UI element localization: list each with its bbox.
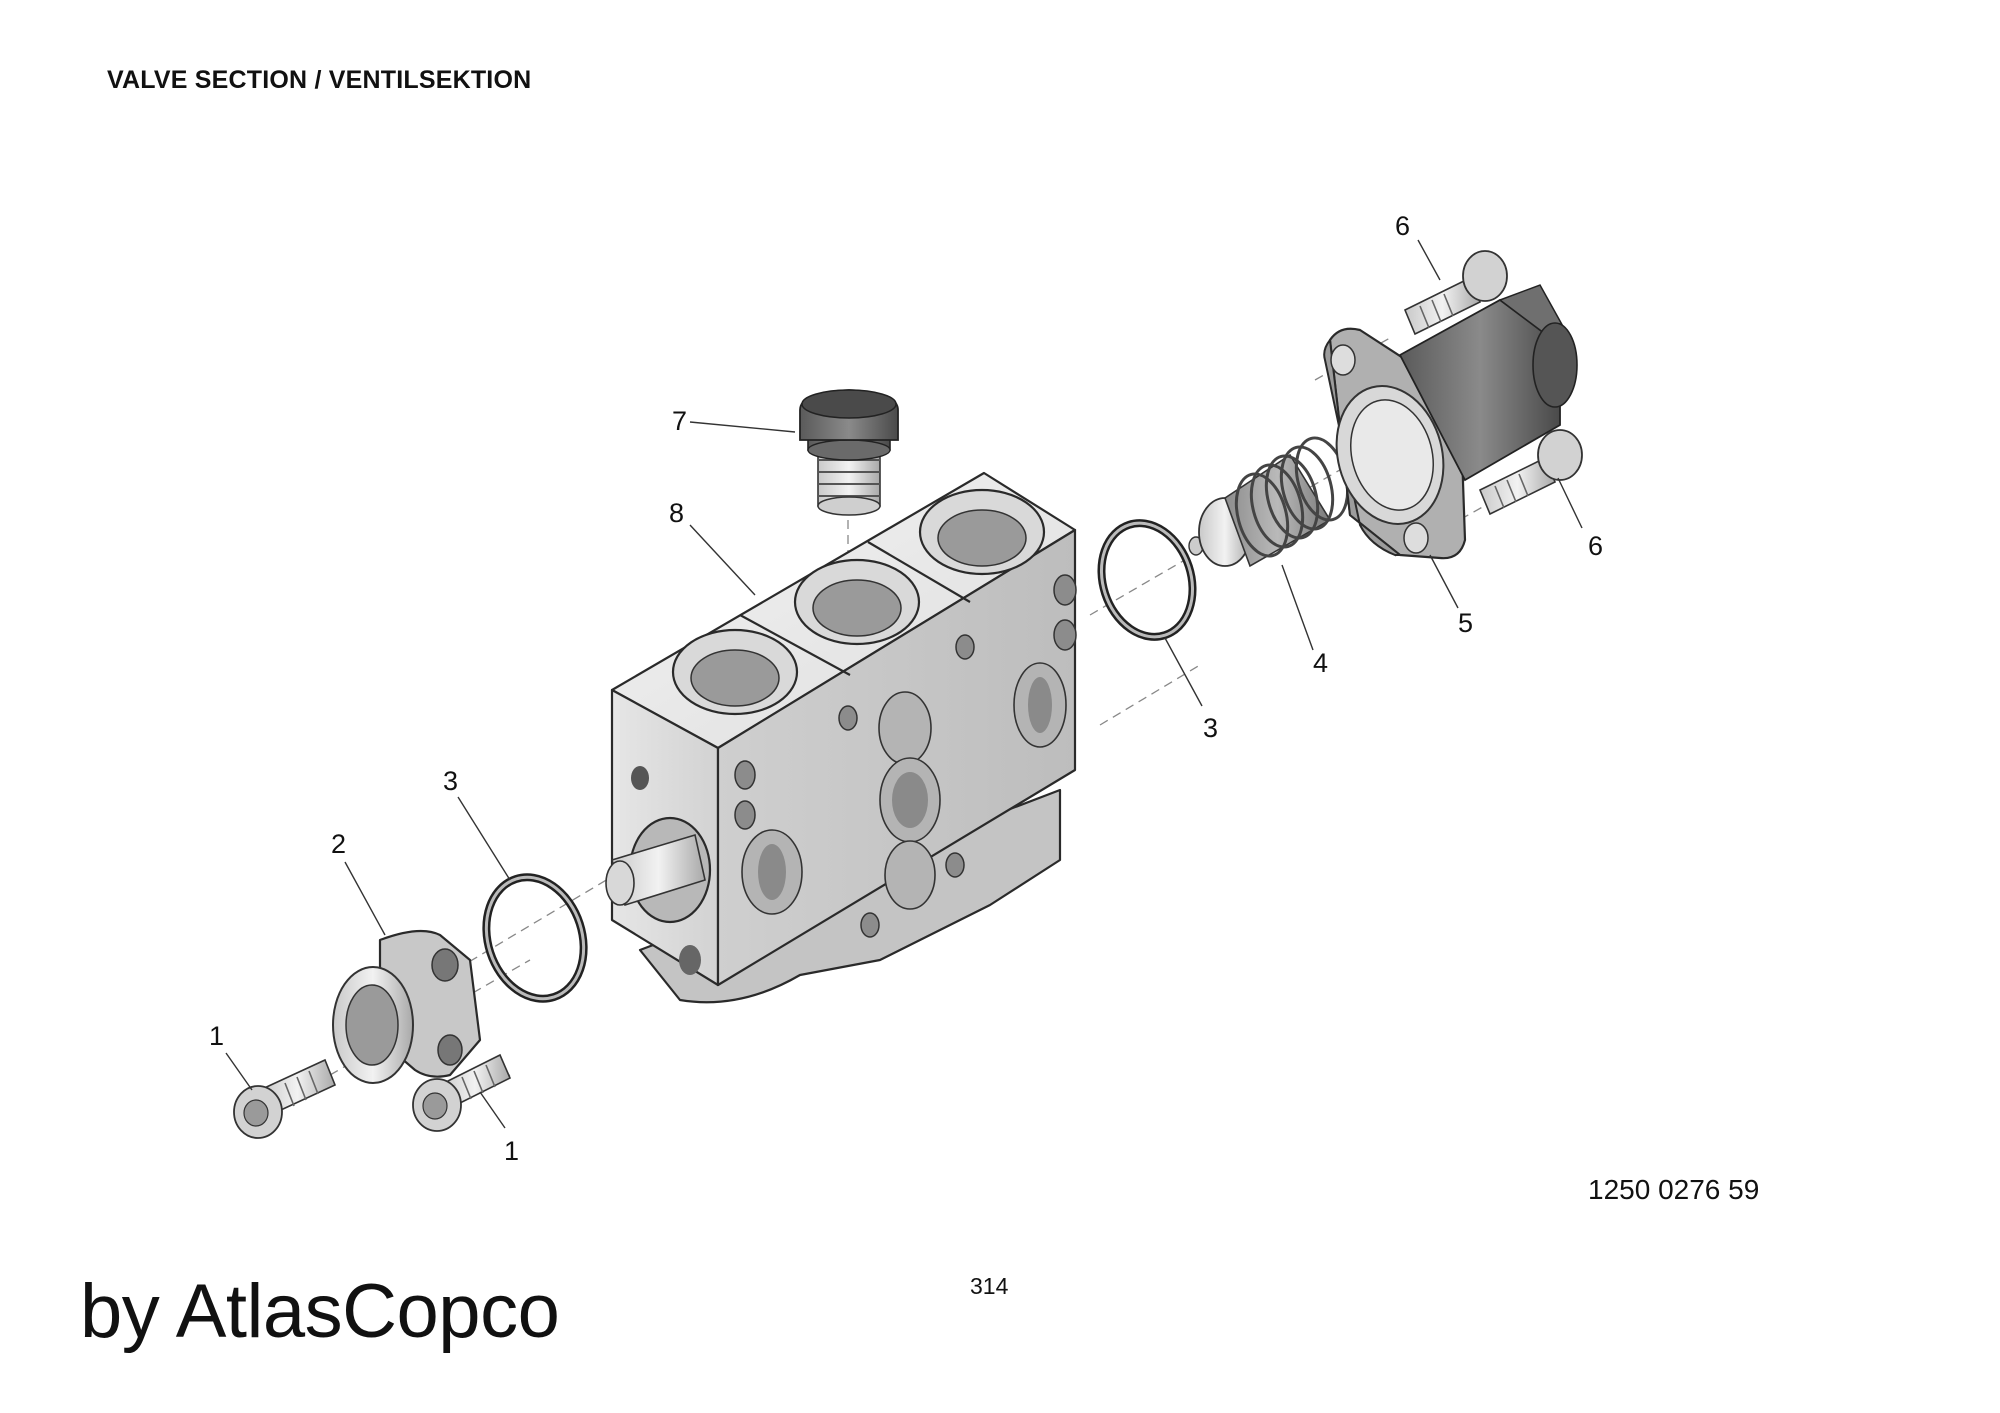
valve-body-part-8 bbox=[605, 471, 1077, 1004]
screw-part-1-right bbox=[412, 1053, 512, 1132]
callout-3-left: 3 bbox=[443, 766, 458, 796]
page-number: 314 bbox=[970, 1273, 1009, 1299]
leader-lines bbox=[225, 239, 1583, 1129]
screw-part-6-bottom bbox=[1478, 429, 1583, 516]
callout-1-left: 1 bbox=[209, 1021, 224, 1051]
spring-part-4 bbox=[1188, 436, 1350, 568]
o-ring-part-3-right bbox=[1097, 519, 1197, 641]
housing-part-5 bbox=[1323, 284, 1578, 560]
o-ring-part-3-left bbox=[482, 873, 588, 1003]
end-cap-part-2 bbox=[332, 929, 482, 1084]
screw-part-6-top bbox=[1403, 250, 1508, 336]
callouts: 1 1 2 3 3 4 5 6 6 7 8 bbox=[209, 211, 1603, 1166]
plug-part-7 bbox=[799, 389, 899, 516]
brand-text: by AtlasCopco bbox=[80, 1269, 560, 1354]
page-title: VALVE SECTION / VENTILSEKTION bbox=[107, 66, 532, 94]
callout-8: 8 bbox=[669, 498, 684, 528]
screw-part-1-left bbox=[233, 1058, 337, 1139]
callout-1-right: 1 bbox=[504, 1136, 519, 1166]
callout-4: 4 bbox=[1313, 648, 1328, 678]
callout-2: 2 bbox=[331, 829, 346, 859]
callout-7: 7 bbox=[672, 406, 687, 436]
drawing-number: 1250 0276 59 bbox=[1588, 1174, 1760, 1205]
callout-6-top: 6 bbox=[1395, 211, 1410, 241]
callout-3-right: 3 bbox=[1203, 713, 1218, 743]
callout-6-bottom: 6 bbox=[1588, 531, 1603, 561]
callout-5: 5 bbox=[1458, 608, 1473, 638]
